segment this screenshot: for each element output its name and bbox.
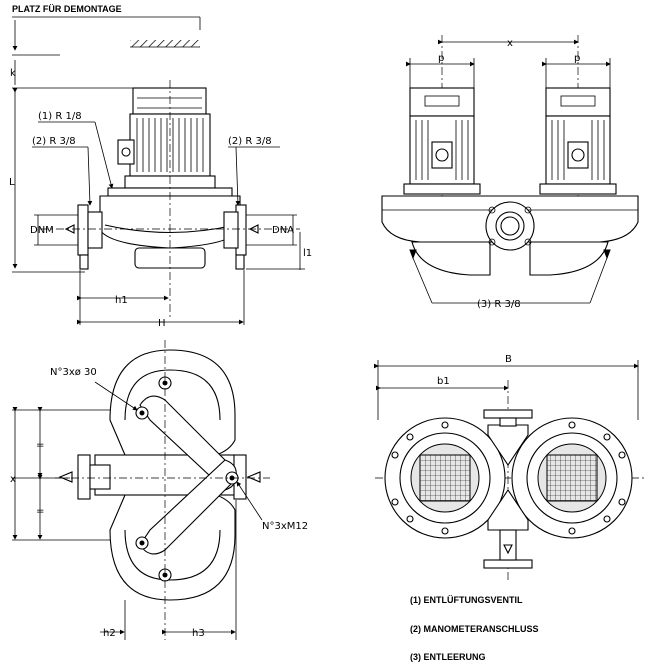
left-terminal-box [431, 141, 453, 169]
dna-label: DNA [272, 225, 294, 236]
top-port [483, 409, 533, 419]
inlet-arrow-icon [64, 224, 75, 234]
bottom-view: B b1 [374, 354, 645, 580]
holes-label: N°3xø 30 [50, 367, 97, 378]
outlet-arrow-icon [248, 224, 259, 234]
left-strainer [419, 454, 471, 502]
x-label-top: x [10, 474, 16, 485]
x-label-front: x [507, 38, 513, 49]
top-view: x = = N°3xø 30 N°3xM12 [10, 340, 308, 640]
left-motor-fan [409, 87, 475, 117]
outlet-arrow-top-icon [246, 471, 261, 483]
B-label: B [505, 354, 512, 365]
right-motor-fan [545, 87, 611, 117]
discharge-port [485, 201, 535, 251]
p-right-label: p [574, 53, 580, 64]
inlet-flange-top [77, 454, 91, 500]
motor-fan-cover [132, 87, 207, 115]
legend-item-3: (3) ENTLEERUNG [410, 652, 486, 662]
k-label: k [10, 68, 16, 79]
lower-volute [109, 489, 236, 601]
side-view: k L (1) R [9, 60, 312, 329]
L-label: L [9, 177, 15, 188]
half-top-label: = [36, 440, 44, 451]
vent-label: (1) R 1/8 [38, 111, 82, 122]
legend-item-2: (2) MANOMETERANSCHLUSS [410, 624, 539, 634]
right-strainer [546, 454, 598, 502]
h3-label: h3 [192, 628, 205, 639]
legend-item-1: (1) ENTLÜFTUNGSVENTIL [410, 595, 523, 605]
wall-hatch [130, 40, 200, 47]
h1-label: h1 [115, 295, 128, 306]
H-label: H [158, 318, 166, 329]
l1-label: l1 [303, 248, 312, 259]
bottom-port [483, 559, 533, 569]
right-terminal-box [567, 141, 589, 169]
b1-label: b1 [437, 376, 450, 387]
demontage-header: PLATZ FÜR DEMONTAGE [12, 4, 201, 56]
legend: (1) ENTLÜFTUNGSVENTIL (2) MANOMETERANSCH… [410, 595, 539, 662]
gauge-right-label: (2) R 3/8 [228, 136, 272, 147]
suction-flange [77, 204, 89, 256]
terminal-box [117, 139, 135, 165]
dnm-label: DNM [30, 225, 54, 236]
inlet-arrow-top-icon [58, 471, 73, 483]
bolts-label: N°3xM12 [262, 521, 308, 532]
front-view: x p p [381, 35, 639, 310]
drain-arrow-icon [503, 544, 513, 555]
h2-label: h2 [103, 628, 116, 639]
demontage-label: PLATZ FÜR DEMONTAGE [12, 4, 122, 14]
gauge-left-label: (2) R 3/8 [32, 136, 76, 147]
upper-volute [109, 349, 236, 461]
drain-label: (3) R 3/8 [477, 299, 521, 310]
half-bottom-label: = [36, 506, 44, 517]
p-left-label: p [438, 53, 444, 64]
